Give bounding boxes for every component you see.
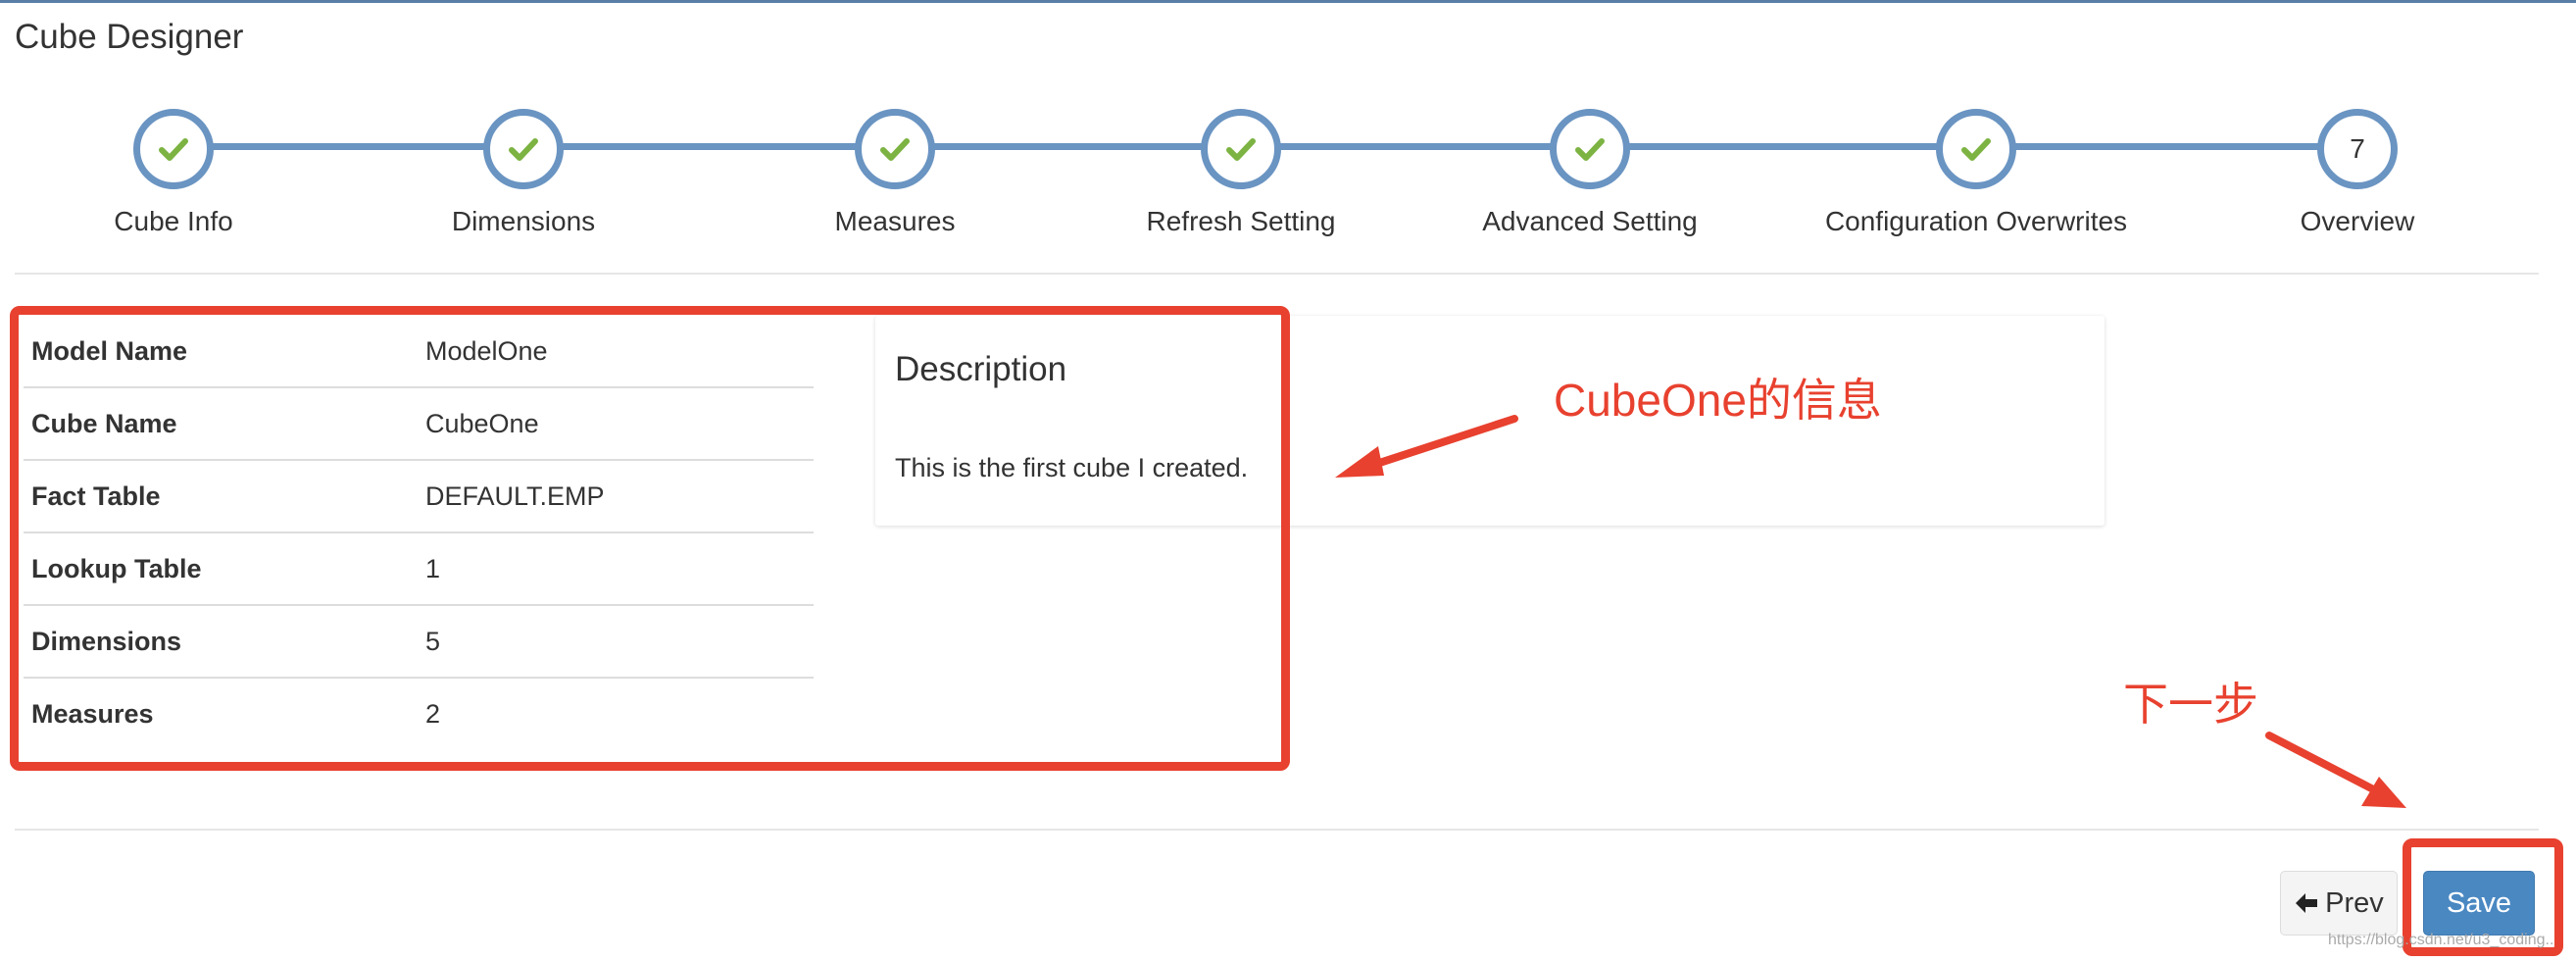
annotation-arrow-down-icon: [2265, 732, 2406, 808]
step-label: Measures: [834, 206, 956, 236]
check-icon: [1961, 138, 1991, 161]
table-row: Cube Name CubeOne: [24, 387, 814, 461]
annotation-arrow-left-icon: [1335, 415, 1518, 478]
step-label: Dimensions: [451, 206, 596, 236]
step-label: Advanced Setting: [1482, 206, 1698, 236]
annotation-label-info: CubeOne的信息: [1554, 375, 1882, 426]
save-button-label: Save: [2446, 886, 2512, 919]
row-label: Model Name: [24, 316, 418, 388]
row-label: Measures: [31, 698, 154, 729]
description-panel: Description This is the first cube I cre…: [875, 316, 2105, 526]
step-label: Cube Info: [114, 206, 233, 236]
check-icon: [509, 138, 538, 161]
step-complete-circle: [1550, 109, 1630, 189]
footer-divider: [15, 829, 2539, 831]
step-label: Configuration Overwrites: [1824, 206, 2128, 236]
step-complete-circle: [855, 109, 935, 189]
annotation-box-save: [2403, 838, 2563, 956]
description-title: Description: [895, 350, 1067, 388]
row-label: Lookup Table: [24, 532, 418, 606]
table-row: Lookup Table 1: [24, 532, 814, 606]
check-icon: [1575, 138, 1605, 161]
step-overview[interactable]: 7 Overview: [2161, 106, 2553, 237]
wizard-steps: Cube Info Dimensions Measures Refresh Se…: [0, 106, 2576, 253]
cube-info-table: Model Name ModelOne Cube Name CubeOne Fa…: [24, 316, 814, 749]
row-label: Cube Name: [24, 387, 418, 461]
step-cube-info[interactable]: Cube Info: [0, 106, 370, 237]
step-complete-circle: [1936, 109, 2016, 189]
check-icon: [880, 138, 910, 161]
step-label: Overview: [2300, 206, 2415, 236]
step-current-circle: 7: [2317, 109, 2398, 189]
step-complete-circle: [1201, 109, 1281, 189]
step-measures[interactable]: Measures: [699, 106, 1091, 237]
row-value: CubeOne: [418, 387, 814, 461]
annotation-label-next: 下一步: [2123, 679, 2258, 730]
table-row: Dimensions 5: [24, 605, 814, 679]
row-value: ModelOne: [418, 316, 814, 388]
divider: [15, 273, 2539, 275]
step-dimensions[interactable]: Dimensions: [327, 106, 719, 237]
arrow-left-icon: [2296, 893, 2318, 913]
row-value: 5: [418, 605, 814, 679]
watermark-text: https://blog.csdn.net/u3_coding..: [2328, 932, 2554, 948]
step-label: Refresh Setting: [1146, 206, 1336, 236]
prev-button[interactable]: Prev: [2280, 871, 2398, 936]
row-value: 2: [425, 698, 441, 729]
save-button[interactable]: Save: [2423, 871, 2535, 936]
check-icon: [1226, 138, 1256, 161]
table-row: Fact Table DEFAULT.EMP: [24, 460, 814, 533]
description-text: This is the first cube I created.: [895, 453, 1249, 482]
step-complete-circle: [133, 109, 214, 189]
row-value: 1: [418, 532, 814, 606]
table-row: Model Name ModelOne: [24, 316, 814, 388]
check-icon: [159, 138, 188, 161]
row-value: DEFAULT.EMP: [418, 460, 814, 533]
row-label: Dimensions: [24, 605, 418, 679]
row-label: Fact Table: [24, 460, 418, 533]
annotation-box-info: [10, 306, 1290, 771]
step-refresh-setting[interactable]: Refresh Setting: [1045, 106, 1437, 237]
step-number: 7: [2350, 133, 2365, 164]
top-border: [0, 0, 2576, 3]
table-row: Measures 2: [24, 678, 814, 749]
step-complete-circle: [483, 109, 564, 189]
page-title: Cube Designer: [15, 18, 244, 56]
step-configuration-overwrites[interactable]: Configuration Overwrites: [1780, 106, 2172, 237]
step-advanced-setting[interactable]: Advanced Setting: [1394, 106, 1786, 237]
prev-button-label: Prev: [2325, 886, 2384, 919]
